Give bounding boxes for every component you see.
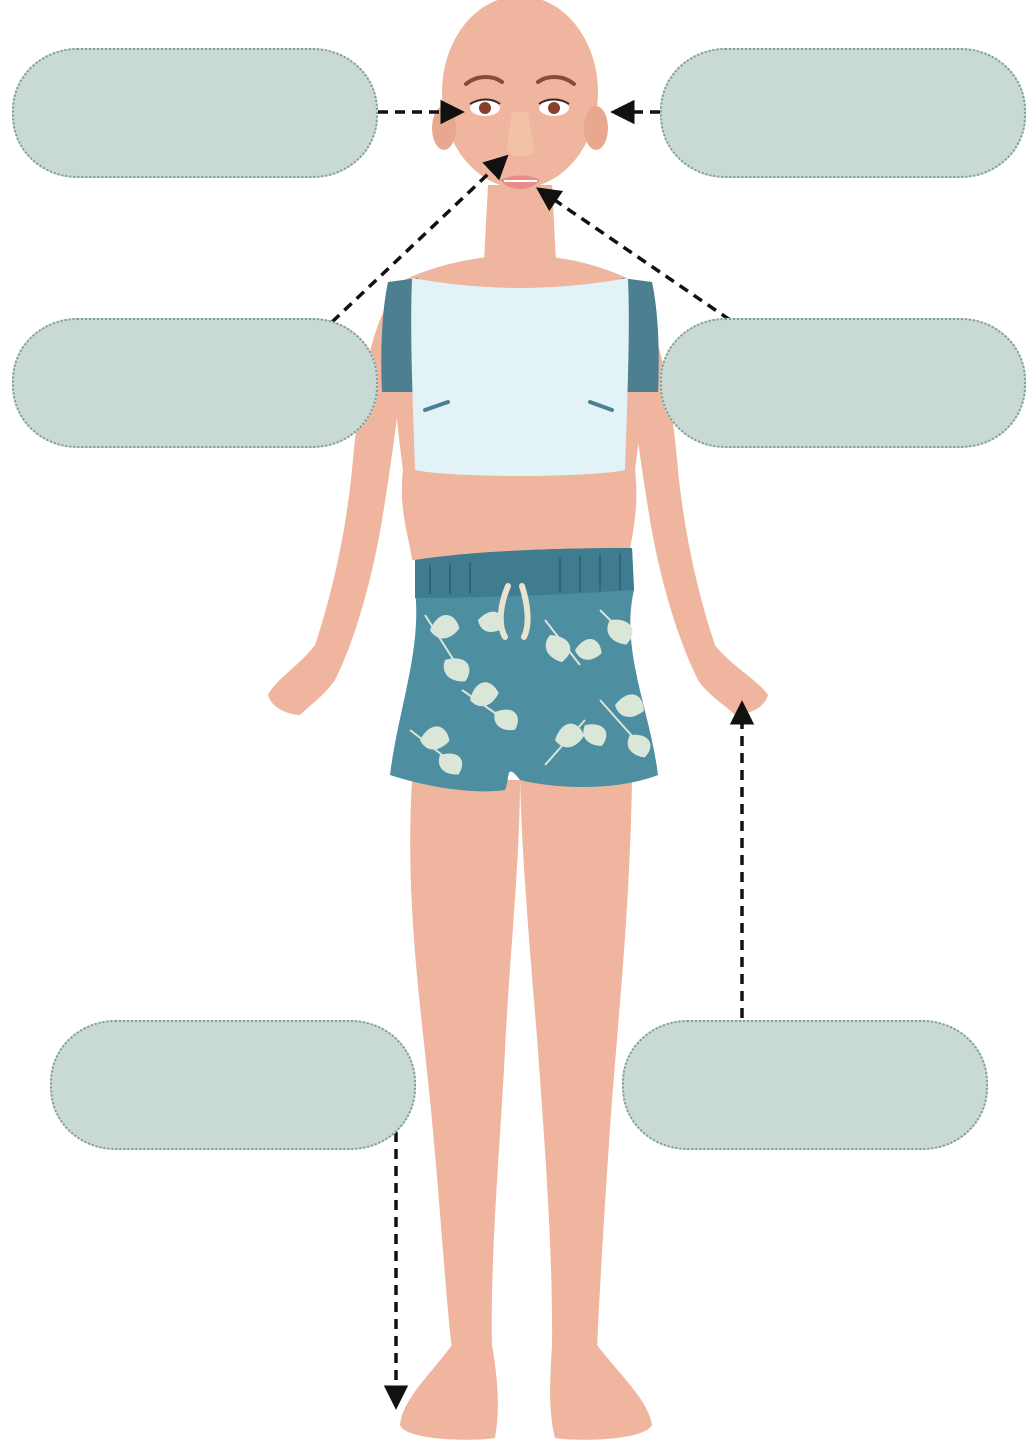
head (432, 0, 608, 189)
shorts (390, 548, 658, 791)
legs (400, 780, 652, 1440)
label-box-top-left[interactable] (12, 48, 378, 178)
neck (484, 185, 556, 262)
label-box-middle-right[interactable] (660, 318, 1026, 448)
label-box-top-right[interactable] (660, 48, 1026, 178)
label-box-middle-left[interactable] (12, 318, 378, 448)
label-box-bottom-left[interactable] (50, 1020, 416, 1150)
crop-top (381, 278, 659, 476)
label-box-bottom-right[interactable] (622, 1020, 988, 1150)
